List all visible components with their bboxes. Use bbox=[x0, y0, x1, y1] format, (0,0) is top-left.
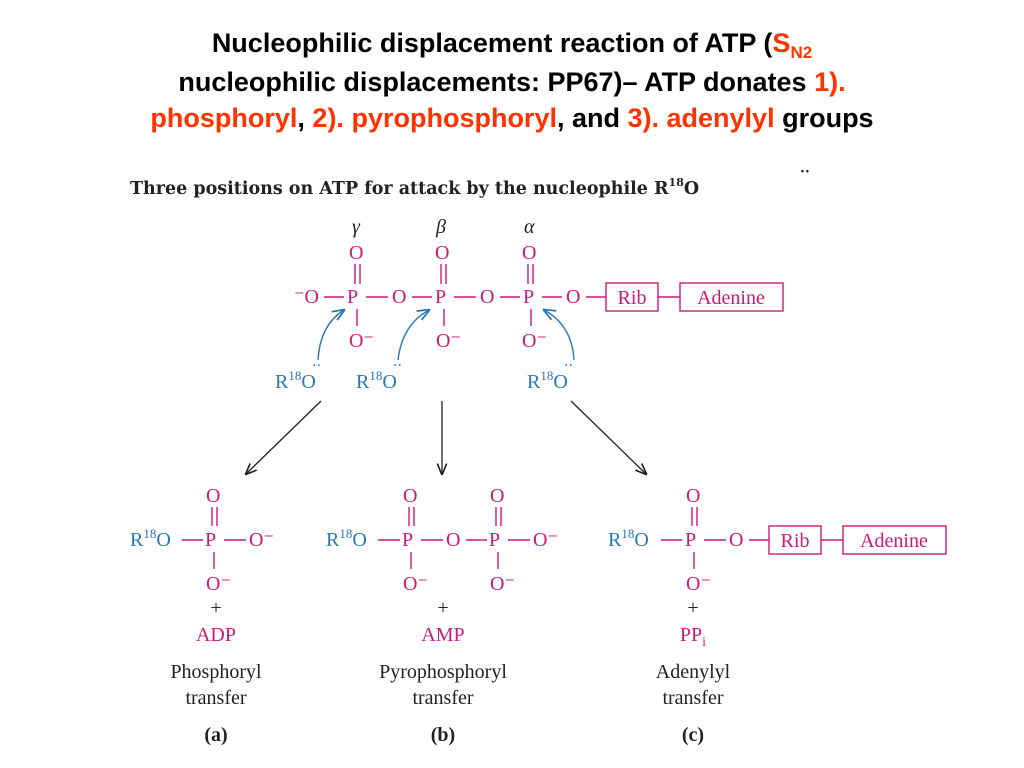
atp-adenine-box bbox=[679, 282, 784, 312]
atp-gamma-oxo: O bbox=[349, 242, 363, 264]
product-c-letter: (c) bbox=[682, 724, 704, 746]
svg-text:O: O bbox=[446, 529, 460, 551]
product-c-structure: O R18O P O Rib Adenine O⁻ bbox=[608, 485, 947, 595]
product-a-name-line1: Phosphoryl bbox=[170, 661, 262, 683]
atp-beta-oxo: O bbox=[435, 242, 449, 264]
atp-gamma-anion: O⁻ bbox=[349, 330, 374, 352]
title-part-1: Nucleophilic displacement reaction of AT… bbox=[211, 28, 773, 58]
product-a-letter: (a) bbox=[204, 724, 227, 746]
svg-text:O⁻: O⁻ bbox=[249, 529, 274, 551]
title-part-2: nucleophilic displacements: PP67)– ATP d… bbox=[178, 66, 815, 97]
product-b-name-line2: transfer bbox=[412, 687, 473, 709]
attack-arrow-gamma bbox=[317, 310, 344, 361]
product-c-plus: + bbox=[687, 597, 698, 619]
product-b-letter: (b) bbox=[431, 724, 455, 746]
nucleophile-b: R18O ·· bbox=[356, 358, 402, 393]
slide-title: Nucleophilic displacement reaction of AT… bbox=[0, 26, 1024, 136]
atp-alpha-phosphorus: P bbox=[523, 286, 534, 308]
atp-bridging-oxygen-1: O bbox=[392, 286, 406, 308]
lone-pair-dots: ·· bbox=[800, 164, 810, 180]
atp-adenine-label: Adenine bbox=[697, 287, 765, 309]
title-groups: groups bbox=[774, 102, 874, 133]
atp-gamma-phosphorus: P bbox=[347, 286, 358, 308]
svg-text:O: O bbox=[206, 485, 220, 507]
title-number-1: 1). bbox=[814, 66, 846, 97]
product-b-byproduct: AMP bbox=[421, 624, 464, 646]
title-sn: S bbox=[772, 28, 791, 58]
svg-text:O: O bbox=[403, 485, 417, 507]
reaction-arrow-c bbox=[570, 400, 646, 474]
beta-label: β bbox=[435, 216, 446, 238]
svg-text:R18O: R18O bbox=[275, 368, 316, 393]
title-comma-1: , bbox=[297, 102, 313, 133]
alpha-label: α bbox=[524, 216, 535, 238]
svg-text:··: ·· bbox=[564, 358, 573, 374]
svg-text:Rib: Rib bbox=[781, 530, 810, 552]
svg-text:P: P bbox=[205, 529, 216, 551]
svg-text:O: O bbox=[686, 485, 700, 507]
atp-terminal-oxygen: ⁻O bbox=[294, 286, 319, 308]
atp-bridging-oxygen-3: O bbox=[566, 286, 580, 308]
svg-text:O⁻: O⁻ bbox=[403, 573, 428, 595]
svg-text:O⁻: O⁻ bbox=[206, 573, 231, 595]
product-a-structure: O R18O P O⁻ O⁻ bbox=[130, 485, 274, 595]
figure-heading: Three positions on ATP for attack by the… bbox=[130, 176, 699, 199]
product-a-plus: + bbox=[210, 597, 221, 619]
svg-text:P: P bbox=[402, 529, 413, 551]
product-a-byproduct: ADP bbox=[196, 624, 236, 646]
nucleophile-c: R18O ·· bbox=[527, 358, 573, 393]
svg-text:··: ·· bbox=[312, 358, 321, 374]
atp-alpha-oxo: O bbox=[522, 242, 536, 264]
svg-text:P: P bbox=[489, 529, 500, 551]
reaction-arrow-a bbox=[246, 400, 322, 474]
title-number-2: 2). bbox=[312, 102, 344, 133]
atp-double-bonds bbox=[354, 264, 534, 284]
title-pyrophosphoryl: pyrophosphoryl bbox=[351, 102, 557, 133]
gamma-label: γ bbox=[352, 216, 361, 238]
product-c-name-line1: Adenylyl bbox=[656, 661, 731, 683]
svg-text:O⁻: O⁻ bbox=[686, 573, 711, 595]
svg-text:R18O: R18O bbox=[326, 526, 367, 551]
atp-alpha-anion: O⁻ bbox=[522, 330, 547, 352]
svg-text:O⁻: O⁻ bbox=[533, 529, 558, 551]
svg-text:R18O: R18O bbox=[130, 526, 171, 551]
svg-text:R18O: R18O bbox=[527, 368, 568, 393]
svg-text:O⁻: O⁻ bbox=[490, 573, 515, 595]
product-b-structure: O O R18O P O P O⁻ O⁻ O⁻ bbox=[326, 485, 558, 595]
atp-beta-phosphorus: P bbox=[435, 286, 446, 308]
atp-rib-label: Rib bbox=[618, 287, 647, 309]
title-comma-2: , and bbox=[556, 102, 628, 133]
product-c-name-line2: transfer bbox=[662, 687, 723, 709]
svg-text:O: O bbox=[729, 529, 743, 551]
svg-text:P: P bbox=[685, 529, 696, 551]
title-number-3: 3). bbox=[627, 102, 659, 133]
svg-text:O: O bbox=[490, 485, 504, 507]
product-c-byproduct: PPi bbox=[680, 624, 706, 650]
atp-bridging-oxygen-2: O bbox=[480, 286, 494, 308]
svg-text:R18O: R18O bbox=[356, 368, 397, 393]
atp-beta-anion: O⁻ bbox=[436, 330, 461, 352]
product-a-name-line2: transfer bbox=[185, 687, 246, 709]
title-sn-subscript: N2 bbox=[790, 43, 813, 62]
product-b-plus: + bbox=[437, 597, 448, 619]
title-adenylyl: adenylyl bbox=[666, 102, 775, 133]
attack-arrow-beta bbox=[397, 310, 429, 361]
title-phosphoryl: phosphoryl bbox=[150, 102, 298, 133]
svg-text:··: ·· bbox=[393, 358, 402, 374]
product-b-name-line1: Pyrophosphoryl bbox=[379, 661, 507, 683]
attack-arrow-alpha bbox=[544, 310, 575, 361]
svg-text:Adenine: Adenine bbox=[860, 530, 928, 552]
svg-text:R18O: R18O bbox=[608, 526, 649, 551]
nucleophile-a: R18O ·· bbox=[275, 358, 321, 393]
